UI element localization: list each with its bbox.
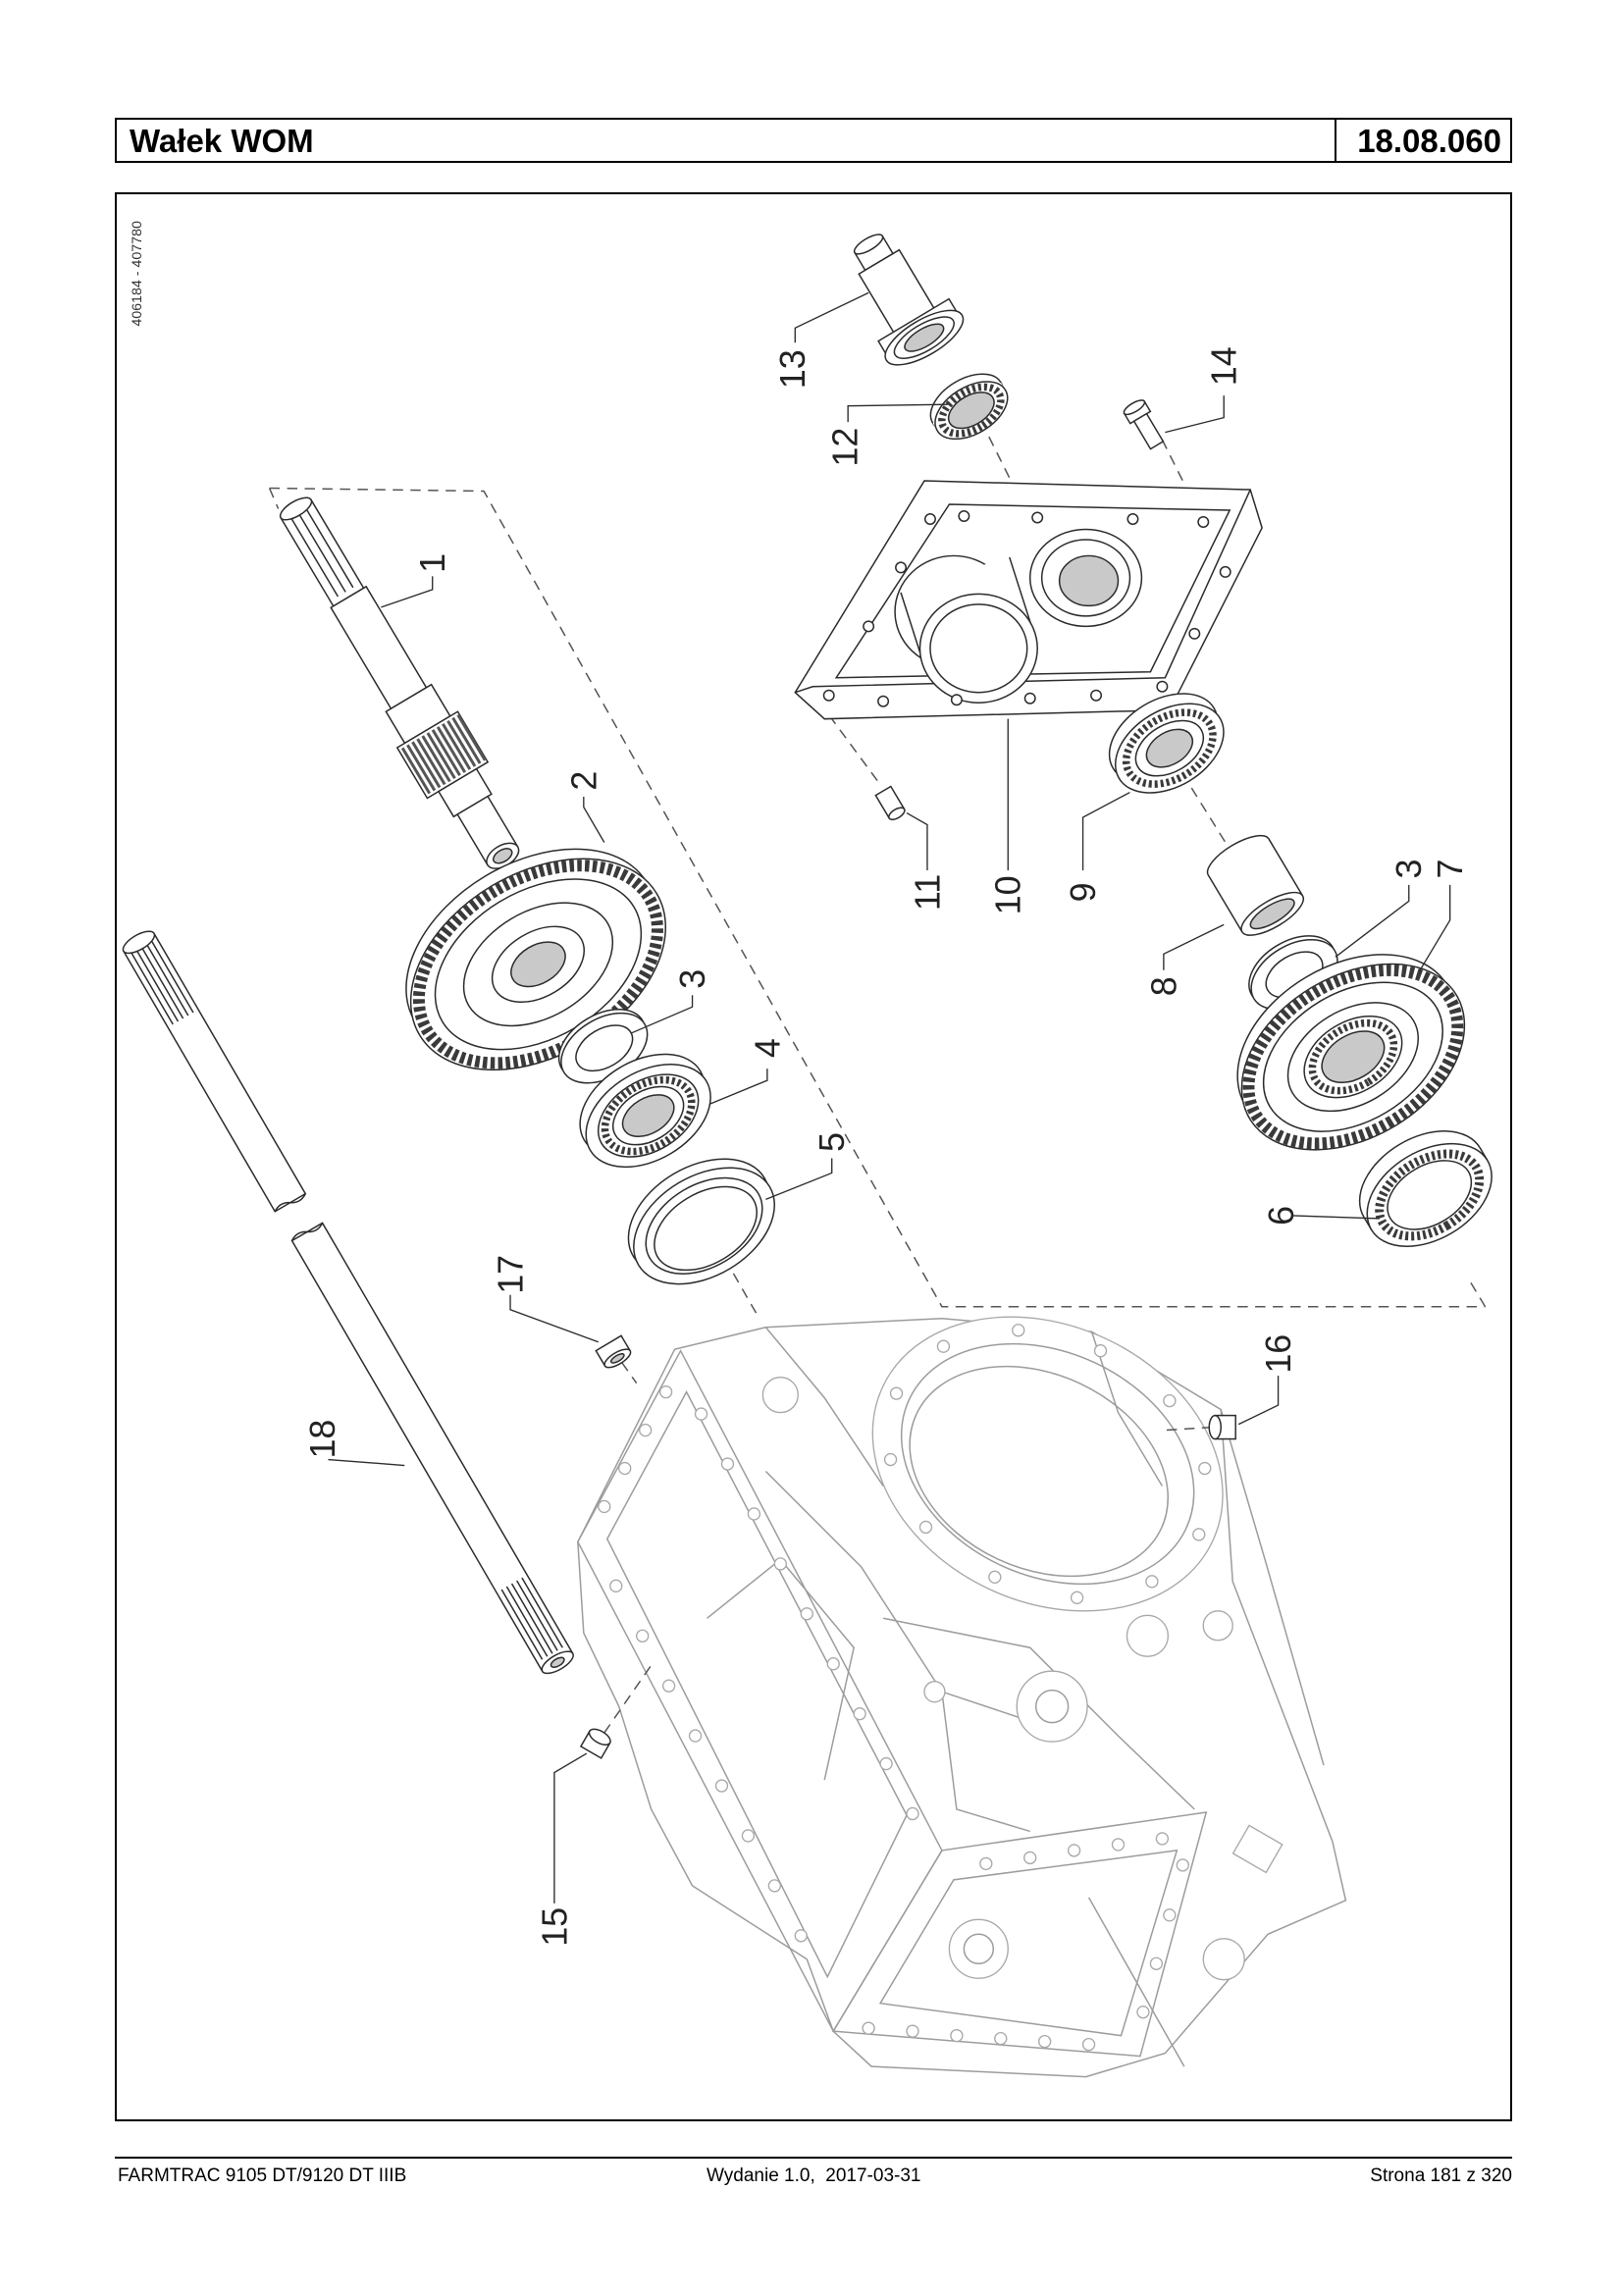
callout-6: 6 bbox=[1261, 1206, 1301, 1226]
callout-10: 10 bbox=[988, 875, 1028, 914]
callout-7: 7 bbox=[1430, 859, 1470, 878]
part-7-gear bbox=[1236, 954, 1466, 1151]
part-12-bearing bbox=[929, 373, 1009, 441]
callout-3-right: 3 bbox=[1388, 859, 1429, 878]
callout-3-left: 3 bbox=[672, 969, 712, 989]
part-9-bearing bbox=[1108, 693, 1225, 794]
callout-14: 14 bbox=[1204, 346, 1244, 386]
part-4-bearing bbox=[579, 1053, 711, 1169]
diagram-frame: 406184 - 407780 bbox=[115, 192, 1512, 2121]
footer-edition: Wydanie 1.0, 2017-03-31 bbox=[707, 2165, 921, 2186]
part-15-plug bbox=[579, 1728, 611, 1759]
callout-leaders bbox=[328, 291, 1451, 1904]
part-1-pto-shaft bbox=[279, 496, 520, 869]
callout-5: 5 bbox=[812, 1132, 852, 1152]
callout-8: 8 bbox=[1143, 976, 1183, 996]
section-code: 18.08.060 bbox=[1335, 120, 1510, 161]
housing-bolt-holes bbox=[598, 1324, 1212, 2052]
drawing-reference: 406184 - 407780 bbox=[130, 221, 145, 327]
part-5-seal bbox=[627, 1158, 776, 1285]
part-8-sleeve bbox=[1206, 834, 1305, 936]
part-11-pin bbox=[874, 785, 906, 820]
page-header: Wałek WOM 18.08.060 bbox=[115, 118, 1512, 163]
part-10-cover-plate bbox=[794, 480, 1263, 720]
callout-9: 9 bbox=[1063, 882, 1103, 902]
exploded-parts-diagram: 406184 - 407780 bbox=[122, 221, 1493, 2078]
callout-17: 17 bbox=[491, 1255, 531, 1294]
callout-18: 18 bbox=[302, 1420, 342, 1459]
callout-13: 13 bbox=[772, 349, 812, 389]
callout-16: 16 bbox=[1258, 1334, 1298, 1374]
callout-11: 11 bbox=[907, 874, 947, 911]
part-17-nut bbox=[595, 1334, 632, 1369]
part-16-plug bbox=[1208, 1414, 1236, 1440]
page-title: Wałek WOM bbox=[130, 122, 314, 159]
assembly-outline bbox=[268, 436, 1487, 1734]
part-13-stub-shaft bbox=[853, 234, 965, 366]
footer-model: FARMTRAC 9105 DT/9120 DT IIIB bbox=[118, 2165, 407, 2186]
callout-12: 12 bbox=[825, 428, 865, 467]
part-6-coupling-ring bbox=[1358, 1130, 1493, 1247]
footer-divider bbox=[115, 2157, 1512, 2159]
callout-1: 1 bbox=[412, 553, 452, 573]
callout-4: 4 bbox=[747, 1038, 787, 1058]
transmission-housing bbox=[576, 1316, 1347, 2078]
footer-page-number: Strona 181 z 320 bbox=[1370, 2165, 1512, 2186]
part-18-long-shaft bbox=[122, 930, 574, 1675]
callout-numbers: 13 12 14 1 2 3 4 5 11 10 9 3 7 8 6 17 16… bbox=[302, 346, 1470, 1947]
part-14-bolt bbox=[1123, 399, 1165, 450]
callout-2: 2 bbox=[563, 771, 603, 791]
callout-15: 15 bbox=[534, 1907, 574, 1947]
